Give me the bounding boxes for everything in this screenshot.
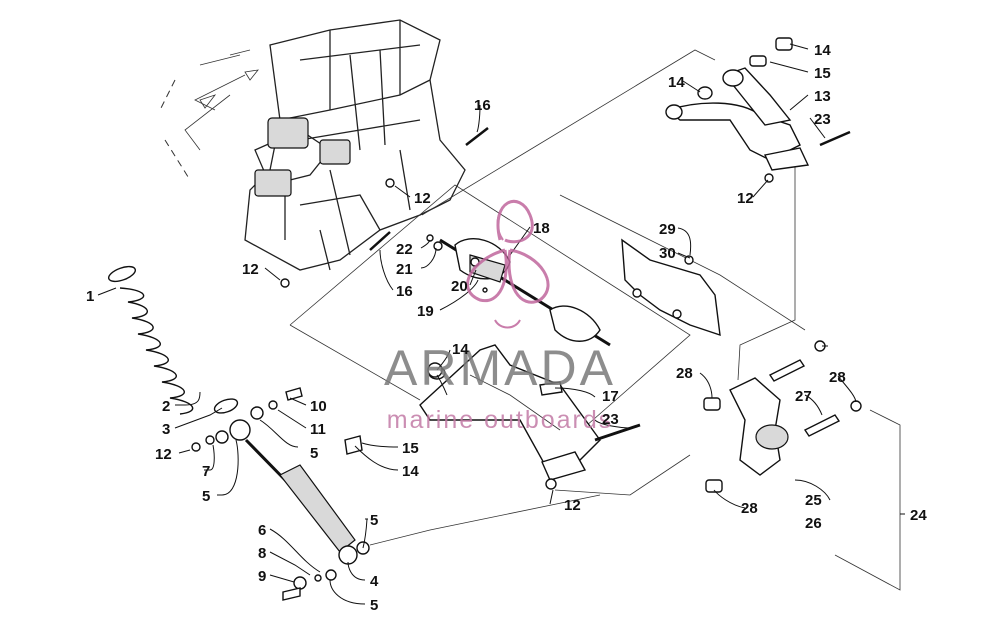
- callout-9: 9: [258, 568, 266, 585]
- callout-3: 3: [162, 421, 170, 438]
- callout-28-right: 28: [829, 369, 846, 386]
- chassis-hardware: [280, 127, 489, 378]
- callout-7: 7: [202, 463, 210, 480]
- callout-14-upper-right: 14: [814, 42, 831, 59]
- callout-15-upper: 15: [814, 65, 831, 82]
- callout-23-lower: 23: [602, 411, 619, 428]
- callout-26: 26: [805, 515, 822, 532]
- callout-28-left: 28: [676, 365, 693, 382]
- chassis-frame: [159, 19, 466, 271]
- callout-5-shock-upper: 5: [310, 445, 318, 462]
- callout-13: 13: [814, 88, 831, 105]
- callout-24: 24: [910, 507, 927, 524]
- callout-27: 27: [795, 388, 812, 405]
- callout-29: 29: [659, 221, 676, 238]
- callout-17: 17: [602, 388, 619, 405]
- callout-12-frame-left: 12: [242, 261, 259, 278]
- callout-21: 21: [396, 261, 413, 278]
- callout-12-lower-arm: 12: [564, 497, 581, 514]
- coil-spring: [107, 265, 239, 415]
- callout-6: 6: [258, 522, 266, 539]
- group-outlines: [289, 49, 901, 591]
- callout-1: 1: [86, 288, 94, 305]
- watermark-tagline: marine outboards: [387, 406, 614, 434]
- callout-5-lower-bottom: 5: [370, 597, 378, 614]
- callout-2: 2: [162, 398, 170, 415]
- callout-25: 25: [805, 492, 822, 509]
- callout-19: 19: [417, 303, 434, 320]
- leader-lines: [97, 43, 905, 605]
- callout-5-lower-top: 5: [370, 512, 378, 529]
- cv-guard: [621, 238, 721, 337]
- callout-11: 11: [310, 421, 326, 438]
- callout-12-shock: 12: [155, 446, 172, 463]
- callout-28-bottom: 28: [741, 500, 758, 517]
- callout-5-shock-left: 5: [202, 488, 210, 505]
- lower-a-arm: [344, 344, 641, 490]
- callout-15-lower: 15: [402, 440, 419, 457]
- callout-23-upper: 23: [814, 111, 831, 128]
- callout-16-top: 16: [474, 97, 491, 114]
- steering-knuckle: [703, 340, 862, 493]
- callout-20: 20: [451, 278, 468, 295]
- upper-a-arm: [665, 37, 851, 183]
- callout-22: 22: [396, 241, 413, 258]
- callout-14-lower-top: 14: [452, 341, 469, 358]
- callout-18: 18: [533, 220, 550, 237]
- callout-14-upper-left: 14: [668, 74, 685, 91]
- callout-14-lower-bottom: 14: [402, 463, 419, 480]
- callout-30: 30: [659, 245, 676, 262]
- callout-4: 4: [370, 573, 379, 590]
- callout-labels: 1 2 3 4 5 5 5 5 6 7 8 9 10 11 12 12 12 1…: [86, 42, 927, 614]
- callout-16-left: 16: [396, 283, 413, 300]
- callout-12-frame-center: 12: [414, 190, 431, 207]
- watermark: ARMADA marine outboards: [384, 199, 616, 434]
- watermark-logo: [466, 199, 550, 329]
- callout-12-upper-arm: 12: [737, 190, 754, 207]
- callout-10: 10: [310, 398, 327, 415]
- watermark-brand: ARMADA: [384, 340, 616, 396]
- shock-absorber: [191, 387, 370, 601]
- callout-8: 8: [258, 545, 266, 562]
